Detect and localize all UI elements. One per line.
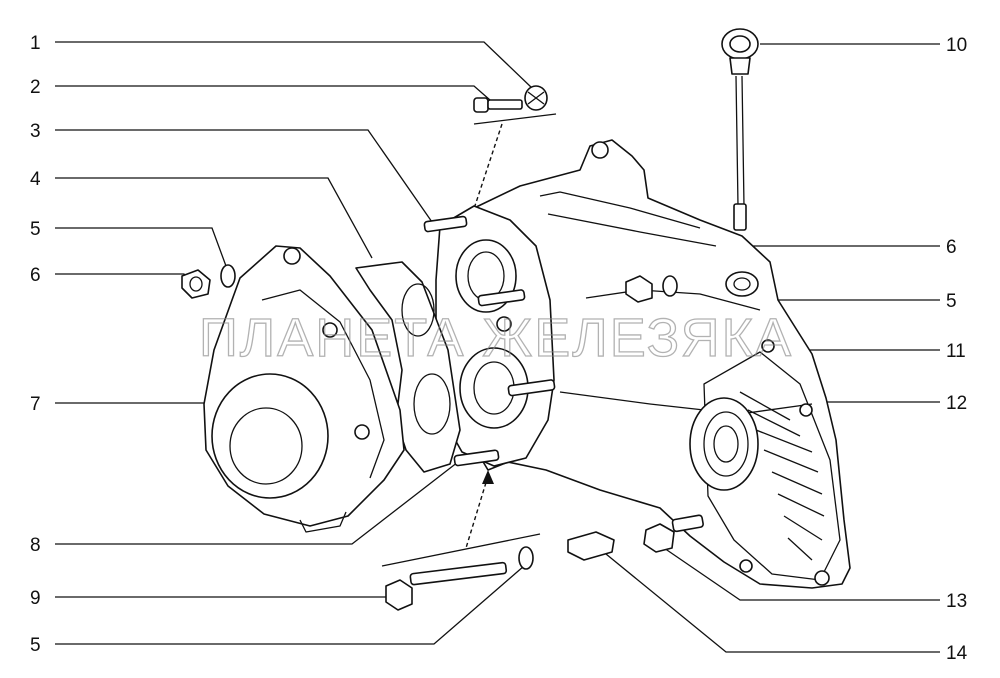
- housing-rib: [547, 213, 717, 247]
- washer-5-bottom: [518, 546, 534, 570]
- leader-5a: [55, 227, 227, 267]
- dipstick-tip: [733, 203, 747, 231]
- callout-14: 14: [946, 643, 968, 664]
- stud-lower: [507, 379, 556, 397]
- magnet-14: [567, 531, 615, 561]
- callout-3: 3: [30, 121, 41, 142]
- washer-5-right: [662, 275, 678, 297]
- callout-2: 2: [30, 77, 41, 98]
- dowel-11: [496, 316, 512, 332]
- callout-labels: 1 2 3 4 5 6 7 8 9 5 10 6 5 11 12 13 14: [30, 33, 968, 664]
- nut-6-left: [181, 269, 211, 299]
- cover-bolt-hole: [322, 322, 338, 338]
- assembly-axis-lines: [381, 113, 557, 567]
- housing-ridge: [539, 191, 701, 229]
- housing-seam: [559, 391, 813, 415]
- stud-8: [453, 449, 500, 467]
- cover-rim: [261, 289, 385, 479]
- callout-5c: 5: [946, 291, 957, 312]
- dashed-axis-lower: [465, 475, 489, 549]
- rear-cover: [203, 245, 405, 533]
- dipstick-rod: [735, 75, 745, 207]
- cap-nut-1-knurl: [527, 91, 545, 105]
- callout-12: 12: [946, 393, 967, 414]
- drain-plug-13: [643, 523, 675, 553]
- cover-bolt-hole: [354, 424, 370, 440]
- callout-5b: 5: [30, 635, 41, 656]
- dipstick-10: [721, 28, 759, 231]
- callout-11: 11: [946, 341, 966, 362]
- flange-bolt-hole: [761, 339, 775, 353]
- bearing-bore: [703, 411, 749, 477]
- bolt-9-head: [385, 579, 413, 611]
- flange-bolt-hole: [799, 403, 813, 417]
- cover-bolt-hole: [283, 247, 301, 265]
- callout-9: 9: [30, 588, 41, 609]
- leader-3: [55, 129, 433, 223]
- leader-1: [55, 41, 533, 89]
- leader-2: [55, 85, 491, 101]
- nut-6-left-hole: [189, 276, 203, 292]
- callout-10: 10: [946, 35, 967, 56]
- filler-boss: [725, 271, 759, 297]
- leader-6a: [55, 273, 193, 283]
- housing-body: [467, 139, 851, 589]
- gasket-hole-upper: [401, 283, 435, 337]
- stud-upper: [477, 289, 526, 307]
- mounting-lug-hole: [591, 141, 609, 159]
- callout-6b: 6: [946, 237, 957, 258]
- washer-5-left: [220, 264, 236, 288]
- callout-8: 8: [30, 535, 41, 556]
- watermark-text: ПЛАНЕТА ЖЕЛЕЗЯКА: [199, 308, 793, 368]
- cover-dome: [211, 373, 329, 499]
- drain-plug-13-thread: [671, 514, 704, 533]
- flange-ribs: [739, 391, 825, 561]
- leader-14: [605, 553, 940, 653]
- studs: [423, 215, 556, 467]
- leader-13: [663, 547, 940, 601]
- gasket: [355, 261, 461, 473]
- dipstick-cap: [729, 57, 751, 75]
- gearbox-housing: [467, 139, 851, 589]
- callout-13: 13: [946, 591, 967, 612]
- bolt-2-head: [473, 97, 489, 113]
- nut-6-right: [625, 275, 653, 303]
- cover-lower-lug: [299, 511, 347, 533]
- gasket-hole-lower: [413, 373, 451, 435]
- bolt-9-shank: [409, 561, 508, 586]
- cover-dome-inner: [229, 407, 303, 485]
- callout-6a: 6: [30, 265, 41, 286]
- callout-5a: 5: [30, 219, 41, 240]
- leader-4: [55, 177, 373, 259]
- flange-bolt-hole: [814, 570, 830, 586]
- fastener-bracket-bottom: [381, 533, 541, 567]
- callout-1: 1: [30, 33, 41, 54]
- leader-8: [55, 461, 459, 545]
- fastener-bracket-top: [473, 113, 557, 125]
- callout-4: 4: [30, 169, 41, 190]
- end-flange: [703, 351, 841, 581]
- stud-3: [423, 215, 468, 233]
- fasteners: [181, 85, 704, 611]
- flange-bolt-hole: [739, 559, 753, 573]
- dipstick-ring-hole: [729, 35, 751, 53]
- bearing-bore-inner: [713, 425, 739, 463]
- filler-hole: [733, 277, 751, 291]
- leader-5b: [55, 565, 525, 645]
- bolt-2-shank: [487, 99, 523, 110]
- callout-7: 7: [30, 394, 41, 415]
- arrow-head: [482, 470, 494, 484]
